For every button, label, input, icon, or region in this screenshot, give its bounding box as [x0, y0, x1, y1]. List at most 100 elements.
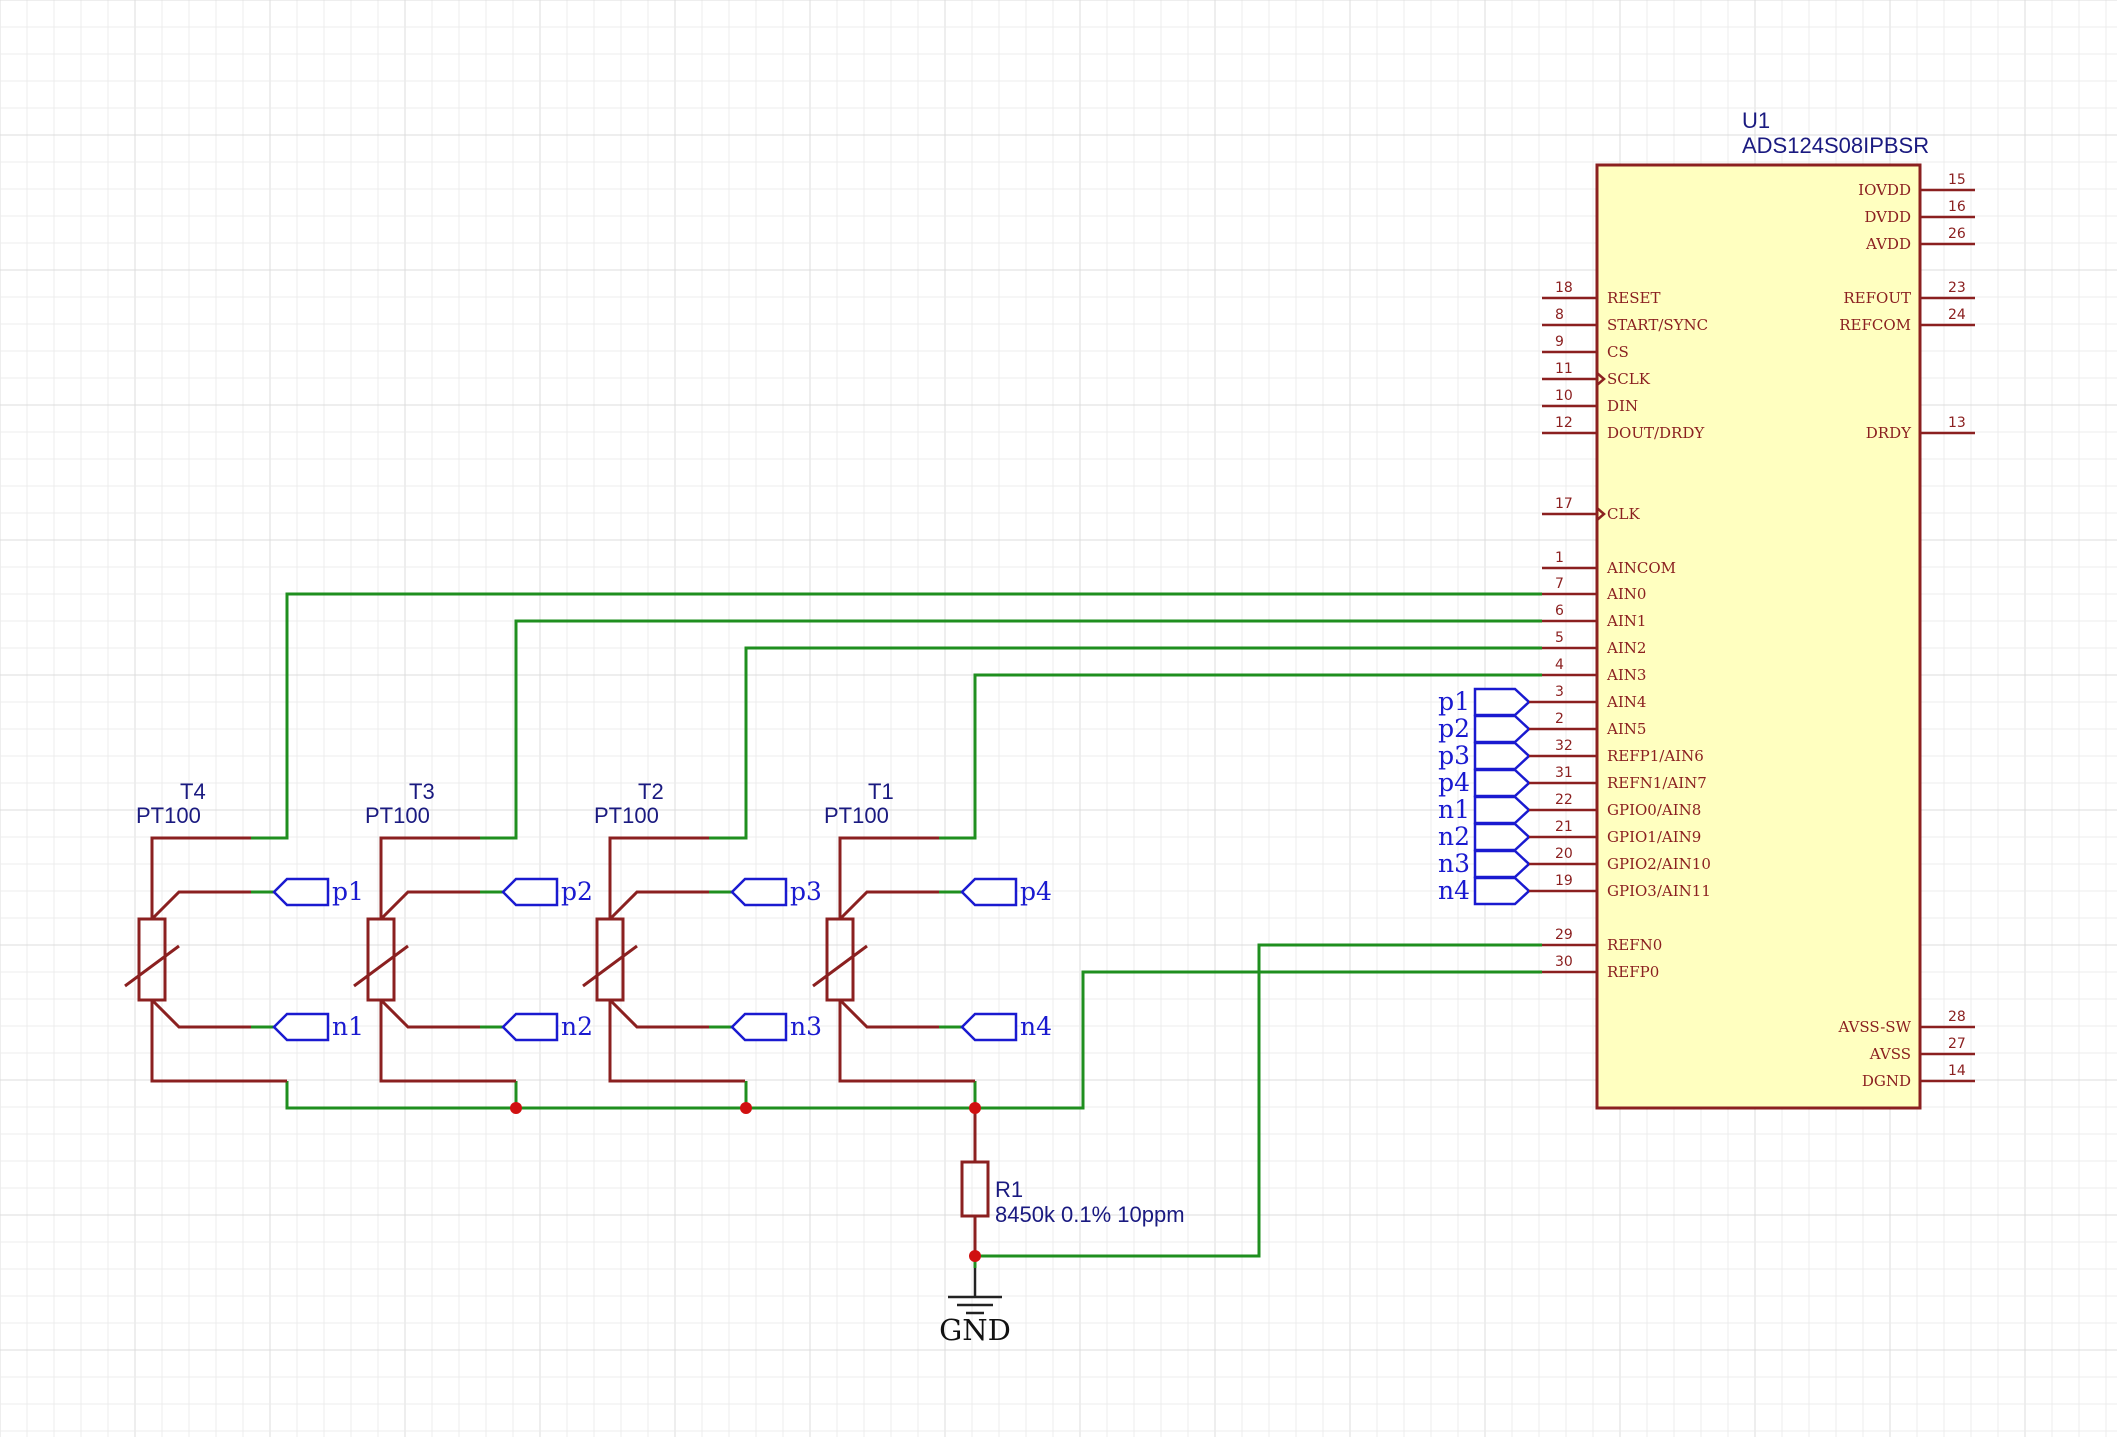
sensor-lead-top: [608, 836, 709, 919]
gnd-label: GND: [939, 1313, 1011, 1347]
pin-number: 26: [1948, 226, 1966, 242]
net-port-n3-ic[interactable]: n3: [1438, 849, 1542, 879]
port-shape: [272, 877, 330, 907]
sensor-lead-top: [150, 836, 251, 919]
net-port-n2[interactable]: n2: [501, 1012, 593, 1042]
net-port-p4-ic[interactable]: p4: [1438, 768, 1542, 798]
pin-name: AINCOM: [1606, 559, 1676, 577]
sensor-lead-bottom: [379, 1000, 516, 1083]
wire-ain3[interactable]: [939, 673, 1542, 840]
pin-number: 12: [1555, 415, 1573, 431]
sensor-lead-bottom: [150, 1000, 287, 1083]
wire-ain1[interactable]: [480, 619, 1542, 840]
port-shape: [272, 1012, 330, 1042]
pin-number: 15: [1948, 172, 1966, 188]
wire-bottom-bus[interactable]: [285, 970, 1542, 1110]
port-label: n2: [1438, 822, 1470, 851]
sensor-tap-n: [379, 998, 480, 1029]
port-shape: [730, 1012, 788, 1042]
wire-refn0[interactable]: [975, 943, 1542, 1258]
wire-ain2[interactable]: [709, 646, 1542, 840]
resistor-r1[interactable]: R1 8450k 0.1% 10ppm: [960, 1108, 1185, 1256]
ic-pin-cs[interactable]: CS9: [1542, 334, 1629, 361]
pin-number: 16: [1948, 199, 1966, 215]
net-port-n2-ic[interactable]: n2: [1438, 822, 1542, 852]
port-shape: [1473, 795, 1531, 825]
net-port-p1[interactable]: p1: [272, 877, 364, 907]
port-shape: [1473, 687, 1531, 717]
variable-slash-icon: [582, 944, 638, 988]
sensor-value: PT100: [824, 803, 889, 828]
net-port-p2[interactable]: p2: [501, 877, 593, 907]
net-port-n1[interactable]: n1: [272, 1012, 364, 1042]
junction-dot: [510, 1102, 522, 1114]
net-port-p3-ic[interactable]: p3: [1438, 741, 1542, 771]
net-port-n4-ic[interactable]: n4: [1438, 876, 1542, 906]
pin-number: 24: [1948, 307, 1966, 323]
net-port-p3[interactable]: p3: [730, 877, 822, 907]
variable-slash-icon: [353, 944, 409, 988]
pin-number: 7: [1555, 576, 1564, 592]
pin-number: 18: [1555, 280, 1573, 296]
sensor-lead-top: [838, 836, 939, 919]
net-port-p2-ic[interactable]: p2: [1438, 714, 1542, 744]
port-label: n2: [561, 1012, 593, 1041]
pin-name: AIN2: [1606, 639, 1646, 657]
port-shape: [730, 877, 788, 907]
pin-number: 13: [1948, 415, 1966, 431]
net-port-n3[interactable]: n3: [730, 1012, 822, 1042]
port-label: p2: [1438, 714, 1470, 743]
net-port-p4[interactable]: p4: [960, 877, 1052, 907]
net-port-n1-ic[interactable]: n1: [1438, 795, 1542, 825]
pin-name: AIN4: [1606, 693, 1646, 711]
pin-number: 30: [1555, 954, 1573, 970]
wire-ain0[interactable]: [251, 592, 1542, 840]
net-port-n4[interactable]: n4: [960, 1012, 1052, 1042]
port-label: n3: [790, 1012, 822, 1041]
ic-u1[interactable]: U1 ADS124S08IPBSR IOVDD15DVDD16AVDD26REF…: [1542, 108, 1975, 1110]
pin-number: 10: [1555, 388, 1573, 404]
junction-dot: [969, 1102, 981, 1114]
net-port-p1-ic[interactable]: p1: [1438, 687, 1542, 717]
pin-number: 19: [1555, 873, 1573, 889]
port-label: p3: [790, 877, 822, 906]
pin-name: AVDD: [1865, 235, 1911, 253]
ground-symbol[interactable]: GND: [939, 1268, 1011, 1347]
ic-pin-avdd[interactable]: AVDD 26: [1865, 226, 1975, 253]
